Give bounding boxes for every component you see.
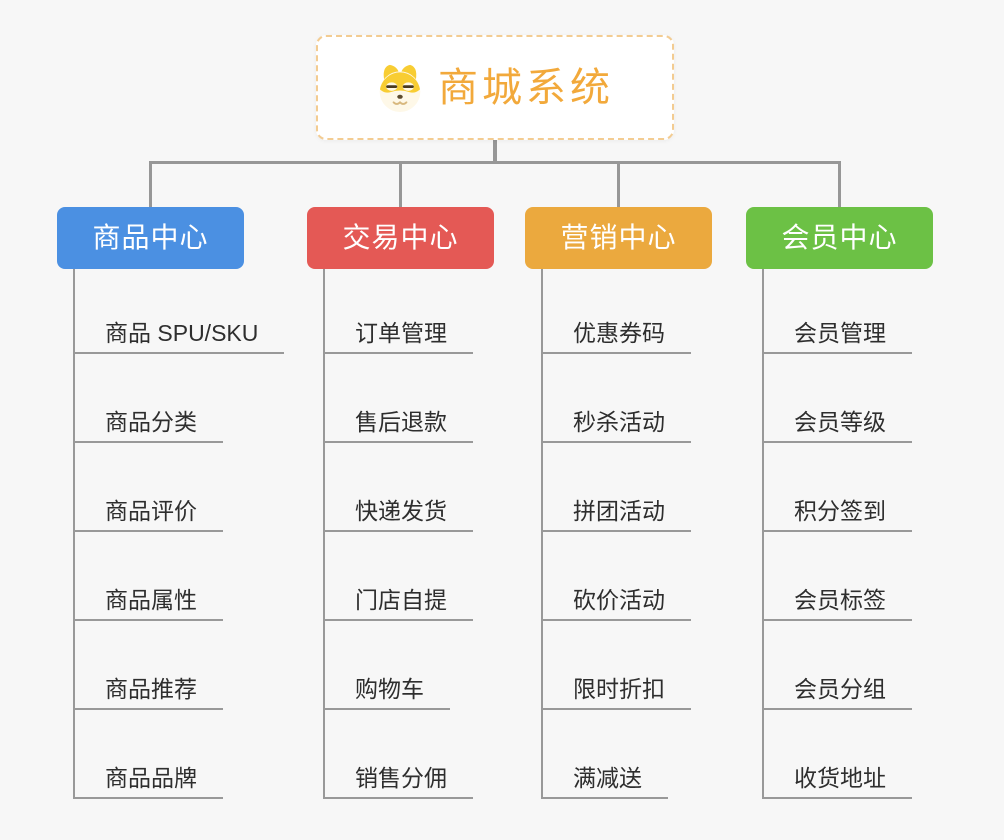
leaf-label: 会员标签 (794, 586, 886, 613)
root-title: 商城系统 (438, 65, 614, 110)
leaf-label: 商品 SPU/SKU (105, 319, 259, 346)
leaf-node[interactable]: 会员管理 (764, 269, 912, 354)
leaf-label: 商品分类 (105, 408, 197, 435)
leaf-label: 订单管理 (355, 319, 447, 346)
leaf-label: 收货地址 (794, 764, 886, 791)
leaf-label: 商品评价 (105, 497, 197, 524)
branch-drop-line (617, 161, 620, 207)
branch-drop-line (149, 161, 152, 207)
leaf-node[interactable]: 门店自提 (325, 532, 473, 621)
shiba-dog-icon (376, 62, 424, 114)
branch-label: 交易中心 (342, 222, 459, 253)
leaf-label: 优惠券码 (573, 319, 665, 346)
branch-label: 营销中心 (560, 222, 677, 253)
leaf-node[interactable]: 商品分类 (75, 354, 223, 443)
leaf-node[interactable]: 订单管理 (325, 269, 473, 354)
leaf-node[interactable]: 会员分组 (764, 621, 912, 710)
leaf-label: 会员等级 (794, 408, 886, 435)
leaf-label: 限时折扣 (573, 675, 665, 702)
leaf-column-1: 商品 SPU/SKU 商品分类商品评价商品属性商品推荐商品品牌 (73, 269, 285, 799)
branch-label: 会员中心 (781, 222, 898, 253)
leaf-node[interactable]: 销售分佣 (325, 710, 473, 799)
leaf-node[interactable]: 收货地址 (764, 710, 912, 799)
leaf-label: 门店自提 (355, 586, 447, 613)
branch-node-1[interactable]: 商品中心 (57, 207, 244, 269)
leaf-label: 砍价活动 (573, 586, 665, 613)
branch-drop-line (838, 161, 841, 207)
leaf-node[interactable]: 限时折扣 (543, 621, 691, 710)
leaf-label: 购物车 (355, 675, 424, 702)
leaf-node[interactable]: 商品品牌 (75, 710, 223, 799)
leaf-node[interactable]: 商品评价 (75, 443, 223, 532)
leaf-label: 积分签到 (794, 497, 886, 524)
leaf-label: 商品品牌 (105, 764, 197, 791)
leaf-node[interactable]: 商品推荐 (75, 621, 223, 710)
branch-drop-line (399, 161, 402, 207)
leaf-node[interactable]: 商品 SPU/SKU (75, 269, 285, 354)
branch-label: 商品中心 (92, 222, 209, 253)
leaf-node[interactable]: 售后退款 (325, 354, 473, 443)
leaf-label: 会员管理 (794, 319, 886, 346)
leaf-label: 满减送 (573, 764, 642, 791)
leaf-label: 售后退款 (355, 408, 447, 435)
leaf-node[interactable]: 商品属性 (75, 532, 223, 621)
leaf-label: 秒杀活动 (573, 408, 665, 435)
leaf-node[interactable]: 满减送 (543, 710, 668, 799)
leaf-label: 商品属性 (105, 586, 197, 613)
leaf-node[interactable]: 拼团活动 (543, 443, 691, 532)
leaf-node[interactable]: 快递发货 (325, 443, 473, 532)
leaf-node[interactable]: 会员等级 (764, 354, 912, 443)
leaf-label: 快递发货 (355, 497, 447, 524)
leaf-label: 会员分组 (794, 675, 886, 702)
leaf-node[interactable]: 砍价活动 (543, 532, 691, 621)
leaf-label: 拼团活动 (573, 497, 665, 524)
leaf-column-3: 优惠券码秒杀活动拼团活动砍价活动限时折扣满减送 (541, 269, 691, 799)
leaf-label: 销售分佣 (355, 764, 447, 791)
leaf-node[interactable]: 购物车 (325, 621, 450, 710)
branch-node-2[interactable]: 交易中心 (307, 207, 494, 269)
leaf-column-2: 订单管理售后退款快递发货门店自提购物车销售分佣 (323, 269, 473, 799)
root-node[interactable]: 商城系统 (316, 35, 674, 140)
branch-node-4[interactable]: 会员中心 (746, 207, 933, 269)
leaf-label: 商品推荐 (105, 675, 197, 702)
branch-connector-bar (149, 161, 841, 164)
leaf-node[interactable]: 积分签到 (764, 443, 912, 532)
leaf-column-4: 会员管理会员等级积分签到会员标签会员分组收货地址 (762, 269, 912, 799)
leaf-node[interactable]: 秒杀活动 (543, 354, 691, 443)
leaf-node[interactable]: 会员标签 (764, 532, 912, 621)
root-connector-stem (493, 140, 497, 164)
leaf-node[interactable]: 优惠券码 (543, 269, 691, 354)
branch-node-3[interactable]: 营销中心 (525, 207, 712, 269)
